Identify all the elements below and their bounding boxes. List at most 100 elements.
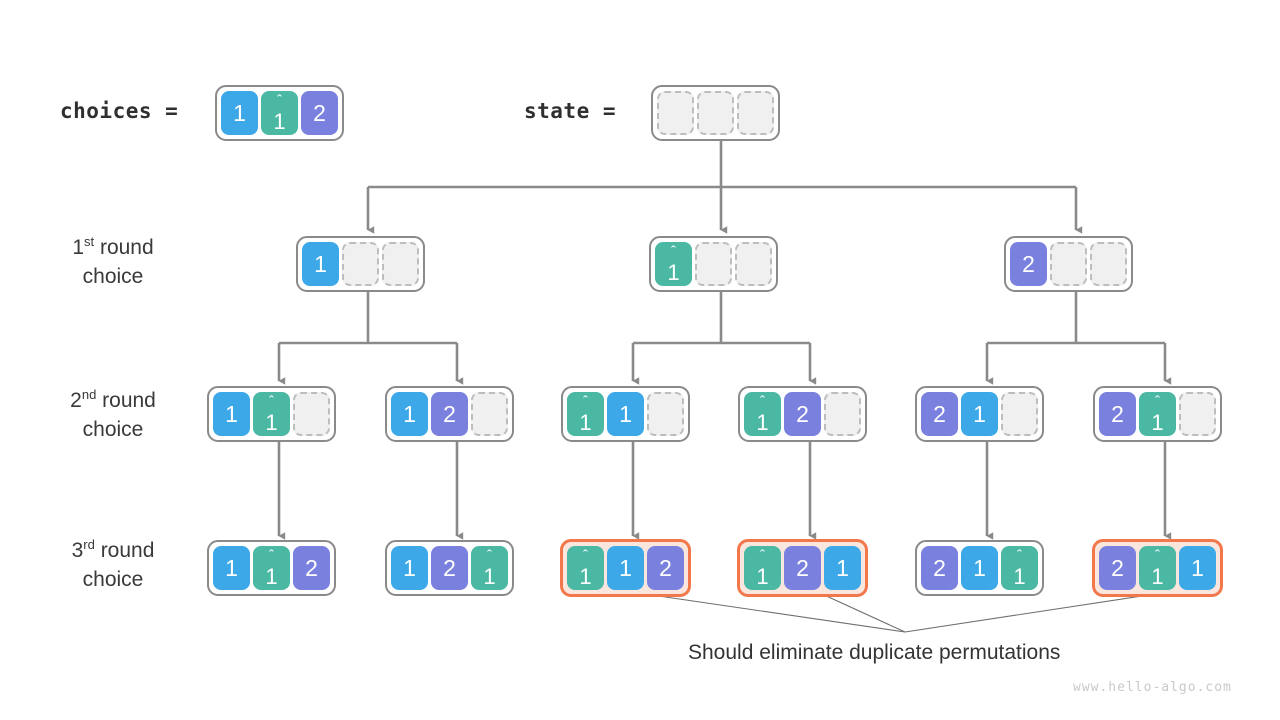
array-cell-text: 1: [667, 259, 680, 285]
array-cell-text: 2: [933, 400, 946, 427]
array-cell-text: 1: [483, 563, 496, 589]
array-cell-value: 1: [302, 242, 339, 286]
array-cell-value: 1: [1179, 546, 1216, 590]
caret-hat-icon: ˆ: [269, 393, 274, 410]
caret-hat-icon: ˆ: [760, 393, 765, 410]
array-cell-value: 2: [1010, 242, 1047, 286]
array-cell-value: 1: [221, 91, 258, 135]
array-cell-value: 1: [607, 392, 644, 436]
array-cell-empty: [737, 91, 774, 135]
array-cell-value: 1: [391, 546, 428, 590]
array-cell-empty: [382, 242, 419, 286]
array-cell-text: 1: [579, 563, 592, 589]
array-cell-value: 2: [1099, 392, 1136, 436]
array-cell-text: 2: [1022, 250, 1035, 277]
array-cell-text: 1: [1013, 563, 1026, 589]
array-cell-text: 1: [1151, 409, 1164, 435]
caret-hat-icon: ˆ: [583, 547, 588, 564]
caret-hat-icon: ˆ: [487, 547, 492, 564]
array-cell-value: 2: [293, 546, 330, 590]
array-cell-value: 2: [647, 546, 684, 590]
array-cell-text: 1: [836, 554, 849, 581]
caret-hat-icon: ˆ: [583, 393, 588, 410]
array-cell-value: 2: [301, 91, 338, 135]
array-cell-empty: [1090, 242, 1127, 286]
array-cell-empty: [657, 91, 694, 135]
caret-hat-icon: ˆ: [671, 243, 676, 260]
array-cell-text: 1: [1191, 554, 1204, 581]
array-cell-text: 1: [619, 400, 632, 427]
array-cell-text: 2: [1111, 400, 1124, 427]
array-cell-text: 1: [314, 250, 327, 277]
array-cell-text: 1: [756, 409, 769, 435]
node-r1n3[interactable]: 2: [1004, 236, 1133, 292]
array-cell-text: 1: [1151, 563, 1164, 589]
array-cell-text: 1: [403, 554, 416, 581]
array-cell-text: 1: [265, 563, 278, 589]
watermark: www.hello-algo.com: [1073, 680, 1232, 695]
array-cell-text: 2: [313, 99, 326, 126]
array-cell-value: 2: [431, 392, 468, 436]
array-cell-value: 2: [431, 546, 468, 590]
array-cell-value: 2: [1099, 546, 1136, 590]
array-cell-text: 1: [579, 409, 592, 435]
array-cell-text: 2: [443, 400, 456, 427]
array-cell-text: 2: [659, 554, 672, 581]
caret-hat-icon: ˆ: [1155, 393, 1160, 410]
array-cell-value: 1: [607, 546, 644, 590]
array-cell-text: 2: [443, 554, 456, 581]
array-cell-text: 2: [1111, 554, 1124, 581]
caret-hat-icon: ˆ: [269, 547, 274, 564]
array-cell-value: 1: [824, 546, 861, 590]
caret-hat-icon: ˆ: [760, 547, 765, 564]
array-cell-value: 1: [391, 392, 428, 436]
array-cell-empty: [695, 242, 732, 286]
choices-label: choices =: [60, 99, 179, 123]
node-r1n1[interactable]: 1: [296, 236, 425, 292]
array-cell-value: 1: [961, 392, 998, 436]
caret-hat-icon: ˆ: [277, 92, 282, 109]
array-cell-empty: [1001, 392, 1038, 436]
array-cell-value: 2: [784, 392, 821, 436]
array-cell-text: 2: [796, 554, 809, 581]
array-cell-text: 1: [756, 563, 769, 589]
array-cell-text: 1: [233, 99, 246, 126]
array-cell-empty: [1179, 392, 1216, 436]
array-cell-text: 2: [305, 554, 318, 581]
array-cell-text: 2: [933, 554, 946, 581]
array-cell-value: 2: [784, 546, 821, 590]
array-cell-text: 1: [619, 554, 632, 581]
array-cell-text: 1: [273, 108, 286, 134]
array-cell-empty: [293, 392, 330, 436]
array-cell-value: 1: [213, 392, 250, 436]
array-cell-value: 2: [921, 392, 958, 436]
array-cell-empty: [1050, 242, 1087, 286]
